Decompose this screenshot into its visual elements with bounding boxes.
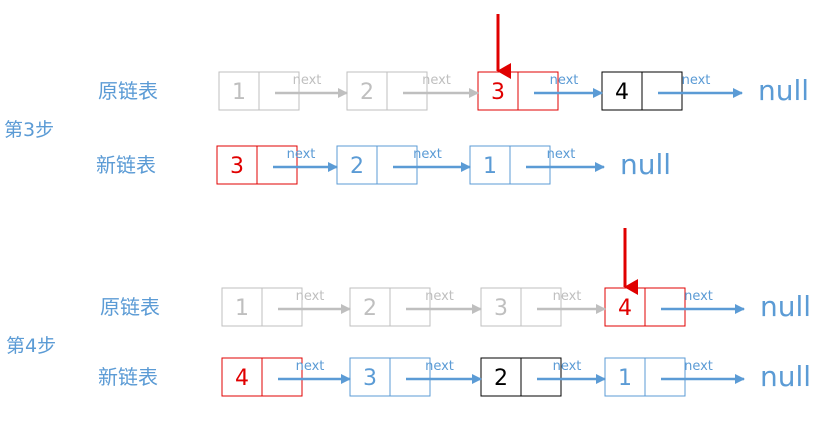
next-label: next [553, 289, 582, 304]
node-value: 1 [483, 154, 497, 179]
row-label: 新链表 [98, 365, 158, 389]
node-value: 1 [235, 296, 249, 321]
null-label: null [760, 290, 811, 323]
next-label: next [296, 359, 325, 374]
node-value: 4 [235, 366, 249, 391]
step-1-row-1: 新链表 4 3 2 1 next next next next null [98, 357, 811, 397]
null-label: null [760, 360, 811, 393]
node-value: 1 [232, 80, 246, 105]
node-value: 1 [618, 366, 632, 391]
next-label: next [425, 289, 454, 304]
node-value: 3 [491, 80, 505, 105]
next-label: next [296, 289, 325, 304]
next-label: next [684, 359, 713, 374]
next-label: next [550, 73, 579, 88]
next-label: next [684, 289, 713, 304]
next-label: next [293, 73, 322, 88]
next-label: next [413, 147, 442, 162]
node-value: 4 [618, 296, 632, 321]
step-label-3: 第3步 [4, 119, 54, 141]
next-label: next [422, 73, 451, 88]
next-label: next [425, 359, 454, 374]
next-label: next [547, 147, 576, 162]
step-0-row-1: 新链表 3 2 1 next next next null [96, 145, 671, 185]
row-label: 新链表 [96, 153, 156, 177]
step-1-row-0: 原链表 1 2 3 4 next next next next null [100, 228, 811, 327]
node-value: 3 [363, 366, 377, 391]
null-label: null [620, 148, 671, 181]
step-0-row-0: 原链表 1 2 3 4 next next next next null [98, 14, 809, 111]
node-value: 3 [230, 154, 244, 179]
node-value: 2 [363, 296, 377, 321]
node-value: 2 [350, 154, 364, 179]
node-value: 2 [360, 80, 374, 105]
next-label: next [287, 147, 316, 162]
next-label: next [682, 73, 711, 88]
row-label: 原链表 [100, 295, 160, 319]
next-label: next [553, 359, 582, 374]
node-value: 4 [615, 80, 629, 105]
null-label: null [758, 74, 809, 107]
node-value: 2 [494, 366, 508, 391]
step-label-4: 第4步 [6, 335, 56, 357]
node-value: 3 [494, 296, 508, 321]
row-label: 原链表 [98, 79, 158, 103]
